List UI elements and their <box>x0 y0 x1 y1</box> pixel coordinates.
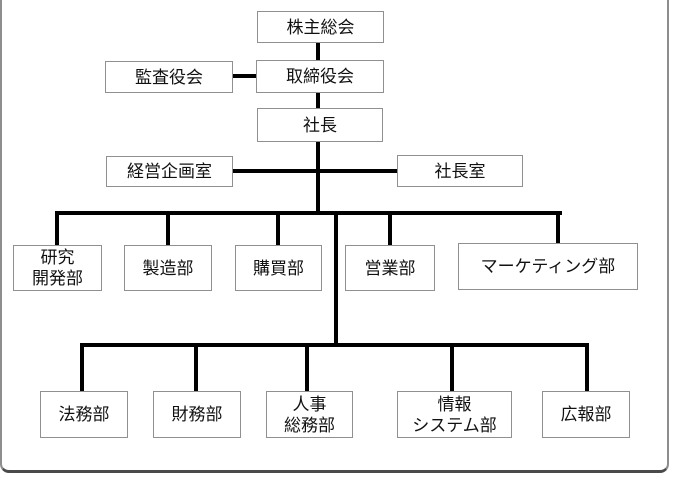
bus-divisions-row2 <box>80 343 589 347</box>
node-board-of-directors: 取締役会 <box>256 60 384 93</box>
node-rd-division: 研究 開発部 <box>13 245 102 291</box>
node-finance-division: 財務部 <box>153 391 241 438</box>
drop-hr-division <box>305 347 309 391</box>
drop-finance-division <box>194 347 198 391</box>
node-marketing-division: マーケティング部 <box>458 243 638 290</box>
connector-offices-cross <box>233 169 397 173</box>
node-corporate-planning-office: 経営企画室 <box>106 156 233 187</box>
connector-president-trunk <box>316 142 320 215</box>
drop-sales-division <box>388 215 392 245</box>
drop-legal-division <box>80 347 84 391</box>
drop-manufacturing-division <box>166 215 170 245</box>
bus-divisions-row1 <box>55 211 562 215</box>
node-it-division: 情報 システム部 <box>397 391 512 438</box>
node-pr-division: 広報部 <box>542 391 630 438</box>
node-purchasing-division: 購買部 <box>235 245 322 291</box>
drop-pr-division <box>585 347 589 391</box>
drop-it-division <box>450 347 454 391</box>
connector-shareholders-board <box>316 43 320 60</box>
node-sales-division: 営業部 <box>345 245 435 291</box>
node-hr-division: 人事 総務部 <box>266 391 353 438</box>
node-audit-board: 監査役会 <box>105 61 233 93</box>
node-shareholders-meeting: 株主総会 <box>257 11 384 43</box>
drop-rd-division <box>55 215 59 245</box>
node-manufacturing-division: 製造部 <box>124 245 212 291</box>
connector-audit-board <box>233 74 257 78</box>
connector-board-president <box>316 93 320 108</box>
node-president: 社長 <box>257 108 383 142</box>
node-legal-division: 法務部 <box>40 391 128 438</box>
drop-purchasing-division <box>276 215 280 245</box>
trunk-to-row2 <box>334 215 338 343</box>
drop-marketing-division <box>556 215 560 245</box>
node-presidents-office: 社長室 <box>397 155 523 187</box>
